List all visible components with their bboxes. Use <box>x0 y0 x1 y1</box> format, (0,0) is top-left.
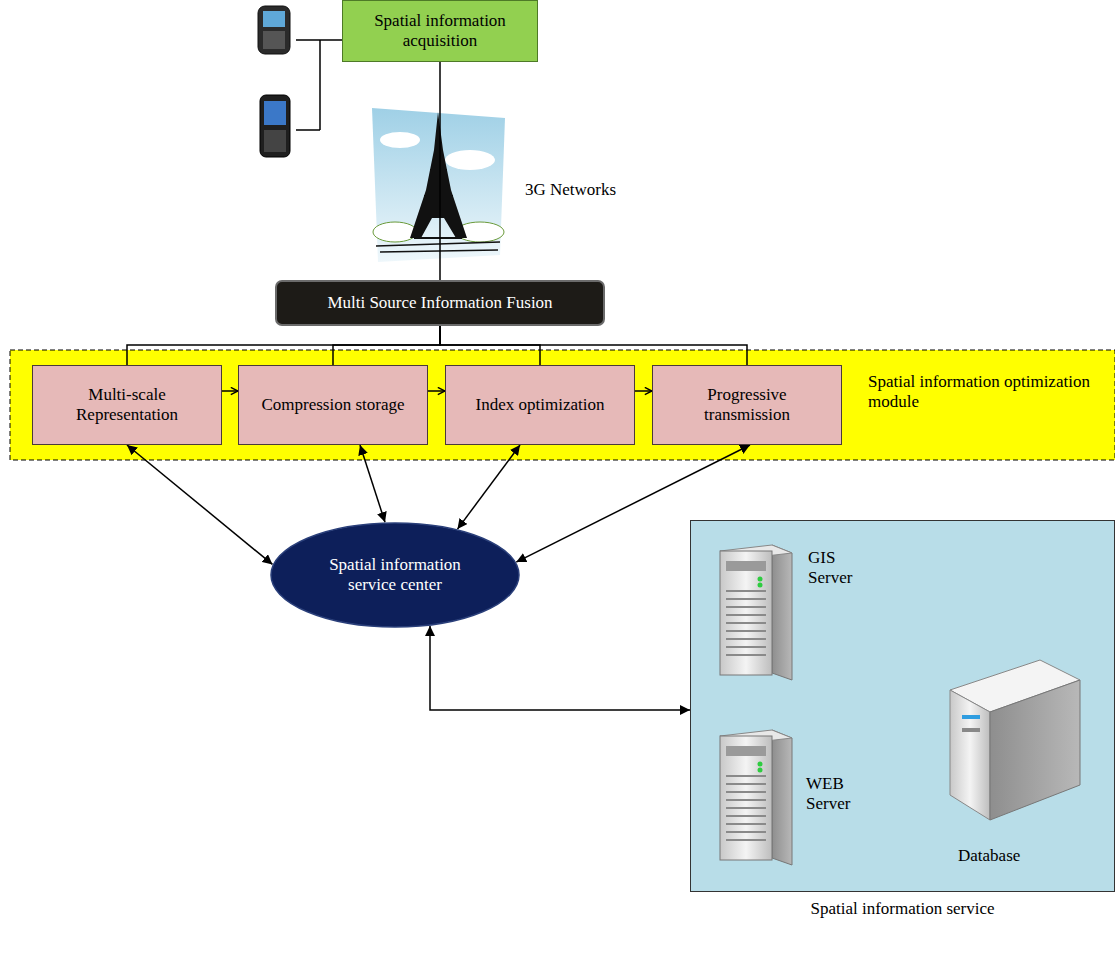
server-label: GIS Server <box>808 548 870 589</box>
node-text: Spatial information optimization module <box>868 372 1092 413</box>
tower-picture <box>380 132 420 148</box>
bracket <box>296 40 342 130</box>
connector <box>458 445 521 529</box>
server-icon <box>758 762 763 767</box>
server-icon <box>720 736 772 860</box>
server-icon <box>726 791 766 793</box>
connector <box>333 326 440 365</box>
panel-fill <box>690 520 1115 892</box>
database-icon <box>962 715 980 719</box>
server-icon <box>726 654 766 656</box>
phone-icon <box>263 11 285 27</box>
process-box: Multi-scale Representation <box>32 365 222 445</box>
database-label: Database <box>958 846 1068 866</box>
process-box: Index optimization <box>445 365 635 445</box>
server-icon <box>726 630 766 632</box>
process-box: Progressive transmission <box>652 365 842 445</box>
node-text: Spatial information acquisition <box>354 11 526 52</box>
server-icon <box>720 730 792 865</box>
server-icon <box>720 545 792 865</box>
server-icon <box>720 545 792 680</box>
connector <box>430 626 690 710</box>
module-band: Spatial information optimization module M… <box>10 350 1115 460</box>
database-icon <box>962 728 980 732</box>
server-icon <box>726 839 766 841</box>
tower-picture <box>372 108 505 262</box>
server-icon <box>726 831 766 833</box>
process-box: Compression storage <box>238 365 428 445</box>
phone-icon <box>263 31 285 49</box>
tower-picture <box>445 150 495 170</box>
database-icon <box>990 680 1080 820</box>
server-icon <box>758 577 763 582</box>
tower-picture <box>414 170 462 238</box>
bracket <box>296 40 342 130</box>
connector <box>127 326 440 365</box>
server-icon <box>726 646 766 648</box>
phone-icon <box>260 95 290 157</box>
tower-picture <box>372 108 505 262</box>
server-icon <box>726 775 766 777</box>
connector <box>439 62 441 280</box>
connector <box>635 390 652 392</box>
connector <box>428 390 445 392</box>
server-icon <box>726 783 766 785</box>
node-text: Index optimization <box>476 395 605 415</box>
database-icon <box>950 690 990 820</box>
tower-picture <box>373 222 417 242</box>
fusion-box: Multi Source Information Fusion <box>275 280 605 326</box>
server-icon <box>772 730 792 865</box>
server-icon <box>726 815 766 817</box>
phone-icon <box>264 130 286 152</box>
server-icon <box>726 823 766 825</box>
connector <box>360 445 385 522</box>
server-icon <box>758 768 763 773</box>
panel-caption: Spatial information service <box>691 899 1114 919</box>
database-icon <box>950 660 1080 820</box>
server-icon <box>726 638 766 640</box>
phone-icon <box>260 95 290 157</box>
connector <box>222 390 238 392</box>
server-icon <box>726 799 766 801</box>
server-label: WEB Server <box>806 774 872 815</box>
connector <box>440 326 747 365</box>
connector <box>127 445 273 564</box>
band-fill <box>10 350 1115 460</box>
server-icon <box>720 551 772 675</box>
ellipse-shape <box>271 523 519 627</box>
server-icon <box>726 622 766 624</box>
server-icon <box>726 746 766 756</box>
server-icon <box>726 598 766 600</box>
network-label: 3G Networks <box>525 180 645 200</box>
node-text: Progressive transmission <box>664 385 830 426</box>
service-panel: Spatial information service <box>690 520 1115 892</box>
server-icon <box>726 606 766 608</box>
node-text: Multi-scale Representation <box>44 385 210 426</box>
server-icon <box>726 561 766 571</box>
tower-picture <box>376 242 500 252</box>
server-icon <box>758 583 763 588</box>
server-icon <box>726 807 766 809</box>
node-text: Spatial information service center <box>310 555 480 596</box>
center-ellipse: Spatial information service center <box>270 522 520 628</box>
source-box: Spatial information acquisition <box>342 0 538 62</box>
phone-icon <box>264 101 286 125</box>
server-icon <box>772 545 792 680</box>
connector <box>516 445 750 562</box>
node-text: Compression storage <box>261 395 404 415</box>
node-text: Multi Source Information Fusion <box>327 293 552 313</box>
tower-picture <box>410 112 467 238</box>
phone-icon <box>258 6 290 54</box>
server-icon <box>726 590 766 592</box>
server-icon <box>726 614 766 616</box>
phone-icon <box>258 6 290 54</box>
